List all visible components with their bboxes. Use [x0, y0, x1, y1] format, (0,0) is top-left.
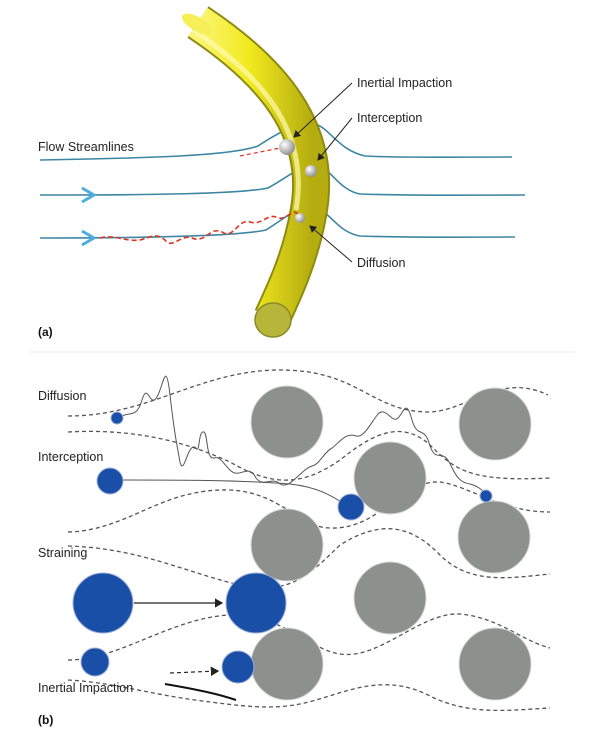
collector-5 — [457, 500, 531, 574]
particle-interception-captured — [337, 493, 365, 521]
flow-arrow-2 — [81, 229, 96, 247]
pointer-diffusion — [309, 225, 353, 263]
label-inertial-impaction: Inertial Impaction — [357, 76, 452, 90]
panel-a: Flow Streamlines Inertial Impaction Inte… — [38, 6, 526, 339]
pointer-inertial — [293, 82, 353, 138]
label-b-diffusion: Diffusion — [38, 389, 86, 403]
streamline-bottom — [39, 205, 516, 239]
particle-inertial-start — [80, 647, 110, 677]
label-b-straining: Straining — [38, 546, 87, 560]
collector-4 — [250, 508, 324, 582]
flow-arrow-1 — [81, 186, 96, 204]
particle-diffusion — [295, 213, 305, 223]
brownian-path — [117, 375, 487, 495]
collector-1 — [250, 385, 324, 459]
label-diffusion: Diffusion — [357, 256, 405, 270]
dashed-streamline-6 — [67, 679, 551, 712]
diffusion-path — [99, 211, 299, 245]
particle-diffusion-start — [110, 411, 124, 425]
dashed-streamline-5 — [67, 613, 551, 661]
dashed-streamline-3 — [67, 481, 551, 533]
particle-straining-start — [72, 572, 134, 634]
label-b-inertial-impaction: Inertial Impaction — [38, 681, 133, 695]
particle-inertial-captured — [221, 650, 255, 684]
particle-straining-captured — [225, 572, 287, 634]
panel-b: Diffusion Interception Straining Inertia… — [38, 369, 551, 727]
label-b-interception: Interception — [38, 450, 103, 464]
particle-interception — [305, 165, 317, 177]
panel-a-tag: (a) — [38, 325, 53, 339]
particle-interception-start — [96, 467, 124, 495]
dashed-streamline-4 — [67, 528, 551, 589]
collector-2 — [458, 387, 532, 461]
collector-7 — [250, 627, 324, 701]
streamline-middle — [39, 164, 526, 197]
panel-b-tag: (b) — [38, 713, 53, 727]
particle-diffusion-captured — [479, 489, 493, 503]
label-flow-streamlines: Flow Streamlines — [38, 140, 134, 154]
particle-inertial — [279, 139, 295, 155]
interception-path — [111, 479, 349, 507]
pointer-interception — [317, 117, 353, 161]
fiber — [181, 6, 331, 338]
dashed-streamline-2 — [67, 430, 551, 481]
collector-8 — [458, 627, 532, 701]
collector-6 — [353, 561, 427, 635]
collector-3 — [353, 441, 427, 515]
label-interception: Interception — [357, 111, 422, 125]
inertial-arrow — [169, 666, 220, 677]
fiber-end — [254, 302, 292, 338]
inertial-flow-curve — [164, 683, 237, 701]
